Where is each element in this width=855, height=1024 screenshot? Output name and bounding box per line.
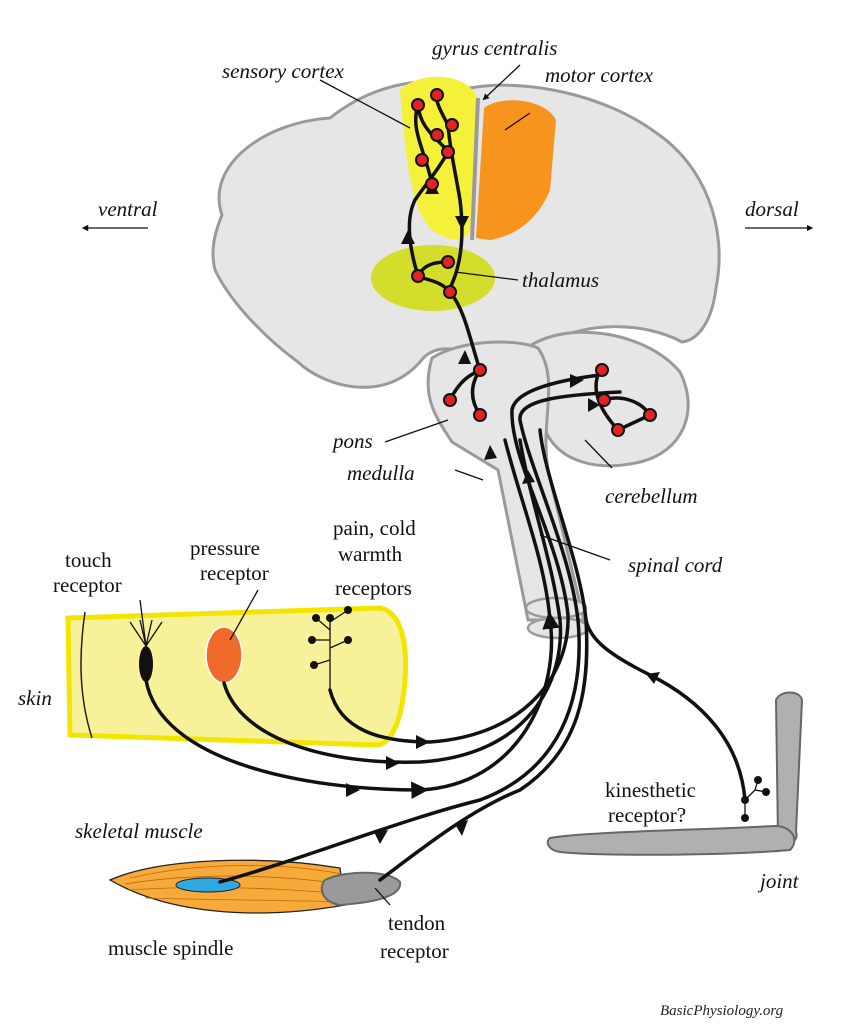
label-motor-cortex: motor cortex xyxy=(545,63,654,87)
motor-cortex-area xyxy=(476,100,556,240)
label-pressure-receptor-1: pressure xyxy=(190,536,260,560)
label-touch-receptor-1: touch xyxy=(65,548,112,572)
label-joint: joint xyxy=(757,869,800,893)
label-pain-receptors-2: warmth xyxy=(338,542,403,566)
label-kinesthetic-receptor-2: receptor? xyxy=(608,803,686,827)
tendon-shape xyxy=(320,871,402,907)
leader-lines xyxy=(81,64,814,906)
free-nerve-endings xyxy=(308,606,352,690)
label-pressure-receptor-2: receptor xyxy=(200,561,269,585)
pressure-receptor-shape xyxy=(205,626,243,684)
label-sensory-cortex: sensory cortex xyxy=(222,59,345,83)
label-spinal-cord: spinal cord xyxy=(628,553,723,577)
label-skin: skin xyxy=(18,686,52,710)
touch-receptor-shape xyxy=(139,646,153,682)
neuron-cell-bodies xyxy=(411,88,657,437)
footer-credit: BasicPhysiology.org xyxy=(660,1003,784,1019)
upper-bone xyxy=(774,691,804,845)
label-touch-receptor-2: receptor xyxy=(53,573,122,597)
afferent-nerves xyxy=(144,373,747,884)
skin-block xyxy=(65,605,409,748)
label-pain-receptors-3: receptors xyxy=(335,576,412,600)
gyrus-centralis-line xyxy=(470,97,480,241)
touch-receptor-endings xyxy=(129,619,163,647)
label-medulla: medulla xyxy=(347,461,415,485)
kinesthetic-receptor-endings xyxy=(741,776,770,822)
thalamus-area xyxy=(371,245,495,311)
label-tendon-receptor-1: tendon xyxy=(388,911,446,935)
label-pain-receptors-1: pain, cold xyxy=(333,516,416,540)
muscle-fibers xyxy=(124,865,345,903)
label-kinesthetic-receptor-1: kinesthetic xyxy=(605,778,696,802)
label-thalamus: thalamus xyxy=(522,268,599,292)
label-gyrus-centralis: gyrus centralis xyxy=(432,36,557,60)
label-ventral: ventral xyxy=(98,197,158,221)
lower-bone xyxy=(546,824,796,856)
label-skeletal-muscle: skeletal muscle xyxy=(75,819,203,843)
label-cerebellum: cerebellum xyxy=(605,484,698,508)
label-pons: pons xyxy=(331,429,373,453)
label-dorsal: dorsal xyxy=(745,197,799,221)
skin-edge xyxy=(80,611,93,739)
label-muscle-spindle: muscle spindle xyxy=(108,936,233,960)
label-tendon-receptor-2: receptor xyxy=(380,939,449,963)
